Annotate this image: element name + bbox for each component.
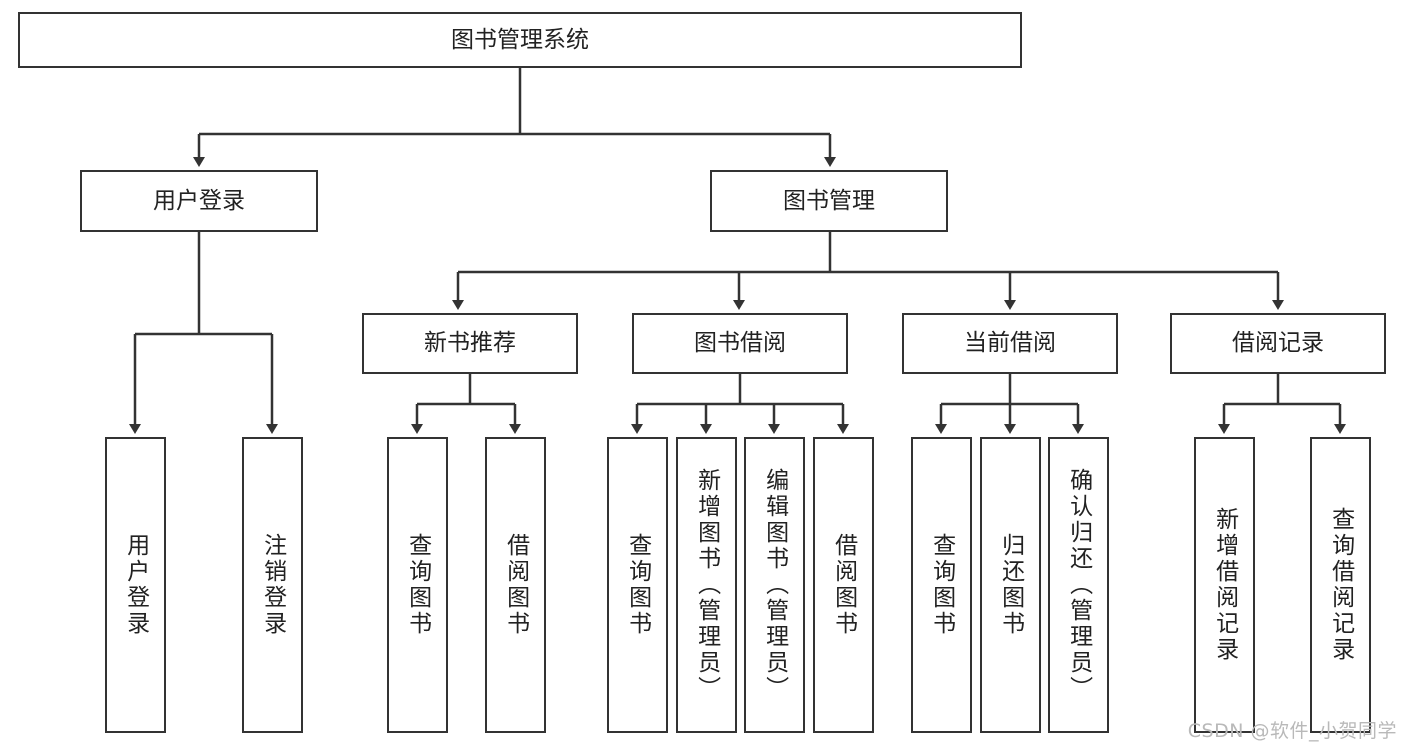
node-label: 图书管理 [783,187,875,214]
node-leaf-return-book[interactable]: 归还图书 [980,437,1041,733]
node-label: 查询图书 [624,533,651,637]
node-leaf-logout[interactable]: 注销登录 [242,437,303,733]
node-user-login[interactable]: 用户登录 [80,170,318,232]
node-label: 编辑图书（管理员） [761,468,788,702]
node-leaf-add-record[interactable]: 新增借阅记录 [1194,437,1255,733]
node-label: 确认归还（管理员） [1065,468,1092,702]
node-label: 查询借阅记录 [1327,507,1354,663]
node-label: 归还图书 [997,533,1024,637]
node-root-system[interactable]: 图书管理系统 [18,12,1022,68]
node-label: 查询图书 [928,533,955,637]
node-leaf-confirm-return[interactable]: 确认归还（管理员） [1048,437,1109,733]
node-label: 注销登录 [259,533,286,637]
node-leaf-add-book[interactable]: 新增图书（管理员） [676,437,737,733]
node-book-borrow[interactable]: 图书借阅 [632,313,848,374]
node-label: 用户登录 [153,187,245,214]
node-label: 查询图书 [404,533,431,637]
node-leaf-query-book-1[interactable]: 查询图书 [387,437,448,733]
node-leaf-borrow-book-1[interactable]: 借阅图书 [485,437,546,733]
node-leaf-borrow-book-2[interactable]: 借阅图书 [813,437,874,733]
node-leaf-query-record[interactable]: 查询借阅记录 [1310,437,1371,733]
node-leaf-user-login[interactable]: 用户登录 [105,437,166,733]
node-label: 当前借阅 [964,330,1056,357]
node-label: 新书推荐 [424,330,516,357]
node-leaf-query-book-2[interactable]: 查询图书 [607,437,668,733]
node-label: 用户登录 [122,533,149,637]
node-label: 新增图书（管理员） [693,468,720,702]
node-current-borrow[interactable]: 当前借阅 [902,313,1118,374]
node-label: 借阅记录 [1232,330,1324,357]
node-label: 借阅图书 [502,533,529,637]
node-leaf-edit-book[interactable]: 编辑图书（管理员） [744,437,805,733]
node-label: 图书管理系统 [451,26,589,53]
node-leaf-query-book-3[interactable]: 查询图书 [911,437,972,733]
node-book-manage[interactable]: 图书管理 [710,170,948,232]
node-new-book-recommend[interactable]: 新书推荐 [362,313,578,374]
node-label: 新增借阅记录 [1211,507,1238,663]
node-label: 图书借阅 [694,330,786,357]
node-borrow-record[interactable]: 借阅记录 [1170,313,1386,374]
node-label: 借阅图书 [830,533,857,637]
